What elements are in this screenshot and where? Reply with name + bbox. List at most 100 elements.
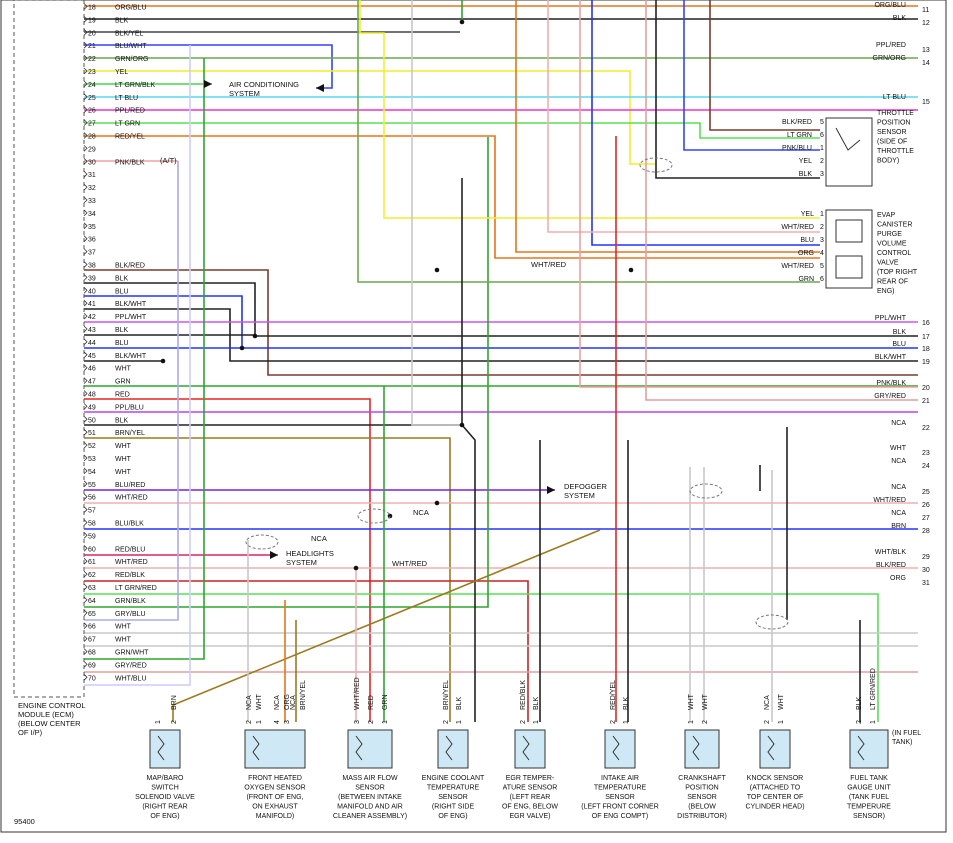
component-fuel-connector	[849, 729, 889, 769]
ecm-pin-number: 40	[88, 288, 96, 295]
ecm-pin-label: PPL/BLU	[115, 404, 144, 411]
component-o2-connector	[244, 729, 306, 769]
ecm-pin-label: LT GRN	[115, 121, 140, 128]
component-iat-pin-number: 1	[623, 720, 630, 724]
wire-org-evap	[515, 0, 820, 253]
right-wire-number: 29	[922, 554, 930, 561]
ecm-pin-label: WHT	[115, 456, 132, 463]
evap-wire-label: WHT/RED	[781, 224, 814, 231]
tps-pin-number: 1	[820, 145, 824, 152]
pin-chevron	[83, 557, 88, 565]
wire-ecm-pin-63	[84, 593, 879, 722]
tps-title-line: (SIDE OF	[877, 139, 907, 146]
ecm-pin-label: BLU/RED	[115, 482, 145, 489]
ecm-pin-number: 51	[88, 430, 96, 437]
pin-chevron	[83, 570, 88, 578]
component-fuel-side-note: (IN FUEL	[892, 730, 921, 737]
ecm-pin-label: GRN	[115, 379, 131, 386]
component-maf-title-line: CLEANER ASSEMBLY)	[333, 813, 407, 820]
ecm-pin-label: WHT	[115, 469, 132, 476]
component-map-title-line: (RIGHT REAR	[142, 804, 187, 811]
ecm-pin-number: 68	[88, 650, 96, 657]
evap-wire-label: YEL	[801, 211, 814, 218]
right-wire-number: 19	[922, 359, 930, 366]
evap-pin-number: 1	[820, 211, 824, 218]
ecm-pin-number: 35	[88, 224, 96, 231]
ecm-pin-number: 50	[88, 417, 96, 424]
ecm-pin-label: BLU/BLK	[115, 521, 144, 528]
ecm-pin-number: 24	[88, 82, 96, 89]
splice-dot	[252, 333, 258, 339]
component-o2-pin-number: 4	[274, 720, 281, 724]
component-map-title-line: SOLENOID VALVE	[135, 794, 195, 801]
component-o2-pin-number: 2	[246, 720, 253, 724]
right-wire-label: PPL/RED	[876, 42, 906, 49]
pin-chevron	[83, 454, 88, 462]
arrow-icon	[270, 551, 278, 559]
right-wire-number: 17	[922, 334, 930, 341]
right-wire-label: GRN/ORG	[873, 55, 906, 62]
ecm-pin-label: RED/BLK	[115, 572, 145, 579]
component-fuel-symbol	[857, 735, 865, 761]
right-wire-label: BLK/WHT	[875, 354, 907, 361]
component-fuel-side-note: TANK)	[892, 739, 912, 746]
ecm-pin-number: 57	[88, 508, 96, 515]
component-egr-connector	[514, 729, 546, 769]
component-o2-wire-label: NCA	[290, 695, 297, 710]
right-wire-number: 26	[922, 502, 930, 509]
ecm-connector-outline	[13, 0, 85, 698]
wire-gry-red-right	[645, 0, 918, 401]
ecm-pin-label: GRN/BLK	[115, 598, 146, 605]
component-iat-pin-number: 2	[610, 720, 617, 724]
tps-wire-label: BLK	[799, 171, 813, 178]
wire-ecm-pin-28	[84, 135, 820, 259]
pin-chevron	[83, 325, 88, 333]
component-o2-title-line: MANIFOLD)	[256, 813, 295, 820]
wire-wht-ground	[411, 0, 462, 426]
component-maf-wire-label: GRN	[382, 694, 389, 710]
splice-dot	[628, 267, 634, 273]
pin-chevron	[83, 274, 88, 281]
right-wire-label: PNK/BLK	[876, 380, 906, 387]
component-o2-pin-number: 1	[256, 720, 263, 724]
component-egr-title-line: (LEFT REAR	[510, 794, 551, 801]
component-map-title-line: SWITCH	[151, 785, 179, 792]
ecm-pin-number: 56	[88, 495, 96, 502]
ecm-pin-number: 29	[88, 146, 96, 153]
ecm-pin-label: PPL/RED	[115, 108, 145, 115]
right-wire-number: 11	[922, 7, 929, 14]
wire-ecm-pin-68	[84, 58, 205, 660]
right-wire-number: 16	[922, 320, 930, 327]
ecm-pin-number: 54	[88, 469, 96, 476]
ecm-pin-number: 26	[88, 108, 96, 115]
wire-ecm-pin-39	[84, 282, 918, 337]
ecm-pin-number: 62	[88, 572, 96, 579]
right-wire-number: 21	[922, 398, 930, 405]
right-wire-number: 28	[922, 528, 930, 535]
component-knock-title-line: TOP CENTER OF	[747, 794, 804, 801]
tps-pin-number: 6	[820, 132, 824, 139]
splice-dot	[160, 358, 166, 364]
evap-title-line: VALVE	[877, 260, 899, 267]
component-iat-title-line: INTAKE AIR	[601, 775, 639, 782]
ecm-pin-number: 67	[88, 637, 96, 644]
ecm-pin-number: 23	[88, 69, 96, 76]
component-egr-wire-label: RED/BLK	[520, 680, 527, 710]
wire-ecm-pin-51	[84, 437, 451, 722]
ecm-pin-label: LT BLU	[115, 95, 138, 102]
component-map-symbol	[157, 735, 165, 761]
component-fuel-title-line: FUEL TANK	[850, 775, 888, 782]
nca-label-b: NCA	[311, 534, 327, 543]
ecm-pin-number: 61	[88, 559, 96, 566]
ecm-pin-label: BRN/YEL	[115, 430, 145, 437]
ecm-pin-number: 25	[88, 95, 96, 102]
right-wire-label: PPL/WHT	[875, 315, 907, 322]
tps-resistor-symbol	[835, 127, 861, 151]
ecm-pin-number: 43	[88, 327, 96, 334]
component-o2-symbol	[252, 735, 260, 761]
evap-title-line: CANISTER	[877, 222, 912, 229]
wire-blk-red-tps	[709, 0, 820, 131]
component-egr-wire-label: BLK	[533, 696, 540, 710]
ecm-pin-label: WHT	[115, 443, 132, 450]
component-map-title-line: OF ENG)	[150, 813, 179, 820]
